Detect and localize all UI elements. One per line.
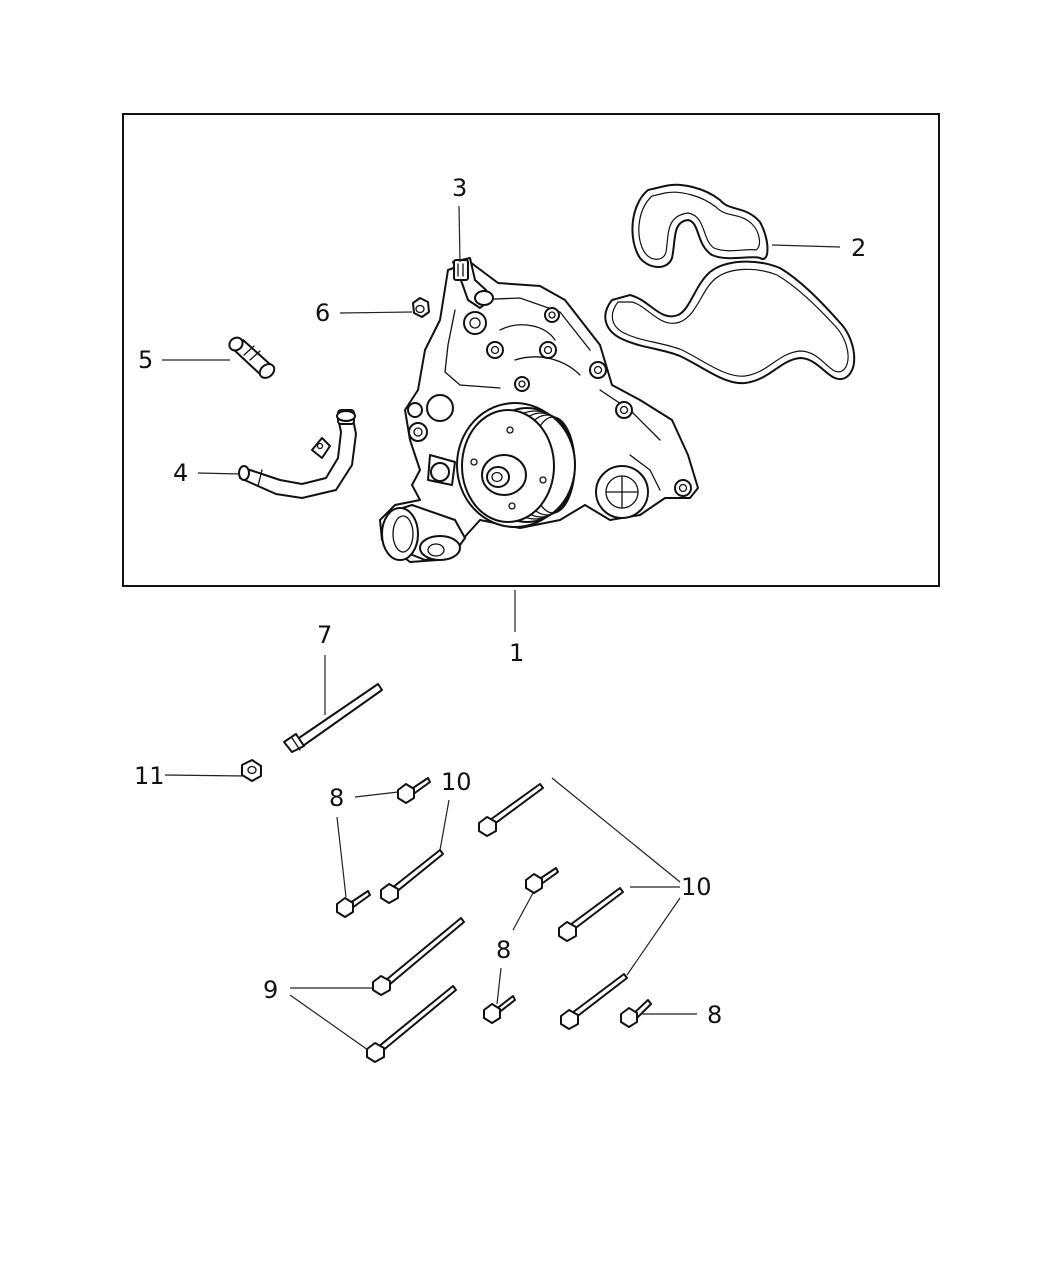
leader-8b (336, 816, 347, 898)
leader-10d (626, 897, 681, 976)
short-bolt-e (620, 999, 652, 1028)
hose-fitting (228, 336, 276, 379)
pump-gasket (604, 183, 856, 385)
long-bolt-a (372, 917, 465, 996)
leader-8c (512, 892, 534, 931)
short-bolt-a (397, 777, 431, 804)
temperature-sensor (452, 257, 494, 309)
leader-10a (439, 799, 450, 851)
callout-10-top: 10 (441, 768, 472, 796)
callout-9: 9 (263, 976, 278, 1004)
callout-5: 5 (138, 346, 153, 374)
callout-8-middle: 8 (496, 936, 511, 964)
callout-10-right: 10 (681, 873, 712, 901)
stud (283, 683, 383, 753)
leader-4 (197, 472, 241, 475)
callout-3: 3 (452, 174, 467, 202)
medium-bolt-d (560, 973, 628, 1030)
callout-11: 11 (134, 762, 165, 790)
short-bolt-d (483, 995, 516, 1024)
leader-11 (164, 774, 246, 777)
callout-2: 2 (851, 234, 866, 262)
callout-8-top: 8 (329, 784, 344, 812)
flange-nut (241, 759, 262, 782)
long-bolt-b (366, 985, 457, 1063)
leader-9b (289, 994, 369, 1051)
callout-6: 6 (315, 299, 330, 327)
callout-8-right: 8 (707, 1001, 722, 1029)
medium-bolt-a (380, 849, 444, 904)
plug-nut (412, 297, 430, 318)
medium-bolt-b (478, 783, 544, 837)
leader-8d (496, 967, 502, 1005)
water-pump-housing (379, 261, 699, 563)
short-bolt-c (525, 867, 559, 894)
callout-7: 7 (317, 621, 332, 649)
callout-1: 1 (509, 639, 524, 667)
leader-3 (458, 205, 461, 263)
callout-4: 4 (173, 459, 188, 487)
bypass-tube (238, 409, 357, 499)
medium-bolt-c (558, 887, 624, 942)
leader-8a (354, 791, 399, 798)
leader-10b (551, 777, 681, 883)
leader-2 (771, 244, 841, 248)
leader-6 (339, 311, 413, 314)
short-bolt-b (336, 890, 371, 918)
assembly-frame (122, 113, 940, 587)
